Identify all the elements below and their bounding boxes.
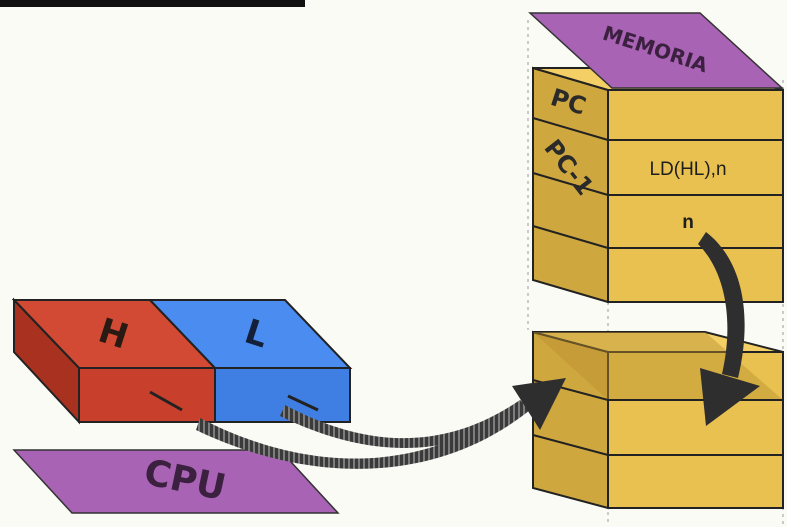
- register-h-pointer-mark: [149, 390, 183, 412]
- crop-bar: [0, 0, 305, 7]
- memory-label-plate: [528, 12, 784, 89]
- hl-address-arrow: [196, 378, 566, 469]
- operand-store-arrow: [698, 232, 760, 426]
- memory-cell-instruction: LD(HL),n: [649, 159, 726, 180]
- memory-lower-block: [532, 330, 784, 510]
- memory-cell-operand: n: [682, 212, 694, 233]
- cpu-label-plate: [12, 449, 340, 514]
- register-l-pointer-mark: [287, 394, 319, 412]
